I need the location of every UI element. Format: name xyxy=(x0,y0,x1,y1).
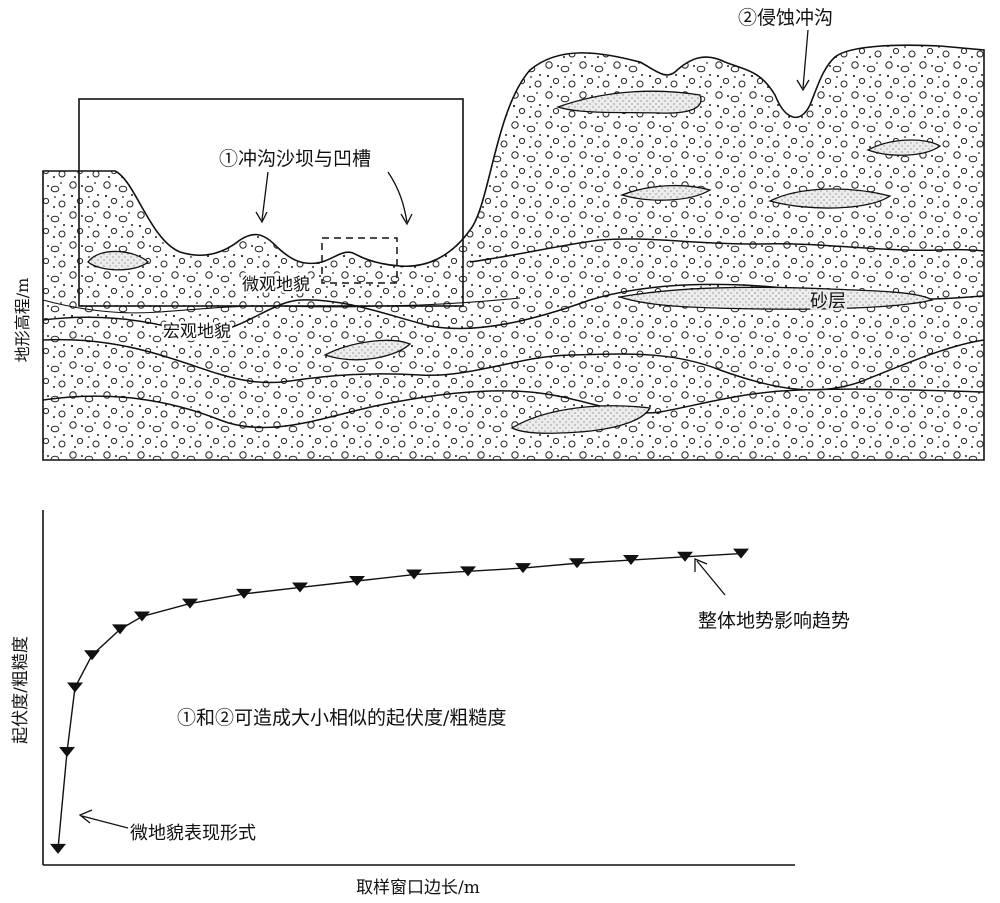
micro-window-frame xyxy=(321,237,398,284)
data-point-marker xyxy=(623,555,639,566)
terrain-section: ①冲沟沙坝与凹槽 ②侵蚀冲沟 微观地貌 宏观地貌 砂层 地形高程/m xyxy=(13,7,985,461)
sand-layer-label: 砂层 xyxy=(810,291,846,312)
sand-lens xyxy=(323,339,412,361)
data-point-marker xyxy=(50,843,66,854)
data-point-marker xyxy=(67,682,83,693)
data-point-marker xyxy=(134,611,150,622)
sand-lens xyxy=(768,188,892,209)
erosion-gully-label: ②侵蚀冲沟 xyxy=(738,7,833,29)
stratum-line xyxy=(42,388,985,429)
stratum-line xyxy=(42,338,985,391)
data-point-marker xyxy=(59,747,75,758)
data-point-marker xyxy=(236,588,252,599)
gully-dam-label: ①冲沟沙坝与凹槽 xyxy=(219,148,371,170)
series-markers xyxy=(50,548,749,854)
sand-lens xyxy=(555,90,702,114)
data-point-marker xyxy=(182,598,198,609)
trend-annotation: 整体地势影响趋势 xyxy=(698,610,850,632)
micro-arrow xyxy=(78,809,129,829)
sand-lens xyxy=(87,250,149,271)
micro-landform-label: 微观地貌 xyxy=(242,275,310,295)
y-axis-label: 起伏度/粗糙度 xyxy=(11,636,31,744)
trend-arrow xyxy=(694,558,726,596)
data-point-marker xyxy=(349,576,365,586)
macro-window-frame xyxy=(78,98,464,307)
data-point-marker xyxy=(84,650,100,661)
data-point-marker xyxy=(460,566,476,577)
micro-annotation: 微地貌表现形式 xyxy=(130,823,256,844)
stratum-line xyxy=(469,238,985,263)
data-point-marker xyxy=(733,548,749,559)
data-point-marker xyxy=(569,558,585,569)
macro-landform-label: 宏观地貌 xyxy=(163,322,231,342)
data-point-marker xyxy=(677,551,693,562)
data-point-marker xyxy=(515,563,531,574)
elevation-axis-label: 地形高程/m xyxy=(13,278,32,363)
sand-lens xyxy=(866,139,942,156)
relief-chart: 整体地势影响趋势 ①和②可造成大小相似的起伏度/粗糙度 微地貌表现形式 取样窗口… xyxy=(11,510,850,898)
terrain-body xyxy=(42,44,985,461)
gully-dam-arrows xyxy=(255,171,413,226)
erosion-gully-arrow xyxy=(796,29,810,92)
data-point-marker xyxy=(112,624,128,635)
data-point-marker xyxy=(406,569,422,580)
x-axis-label: 取样窗口边长/m xyxy=(356,878,480,898)
series-line xyxy=(57,552,742,849)
sand-lens xyxy=(619,184,712,201)
sand-lens xyxy=(619,286,934,310)
middle-annotation: ①和②可造成大小相似的起伏度/粗糙度 xyxy=(177,707,506,729)
data-point-marker xyxy=(292,582,308,593)
sand-lens xyxy=(510,405,652,434)
